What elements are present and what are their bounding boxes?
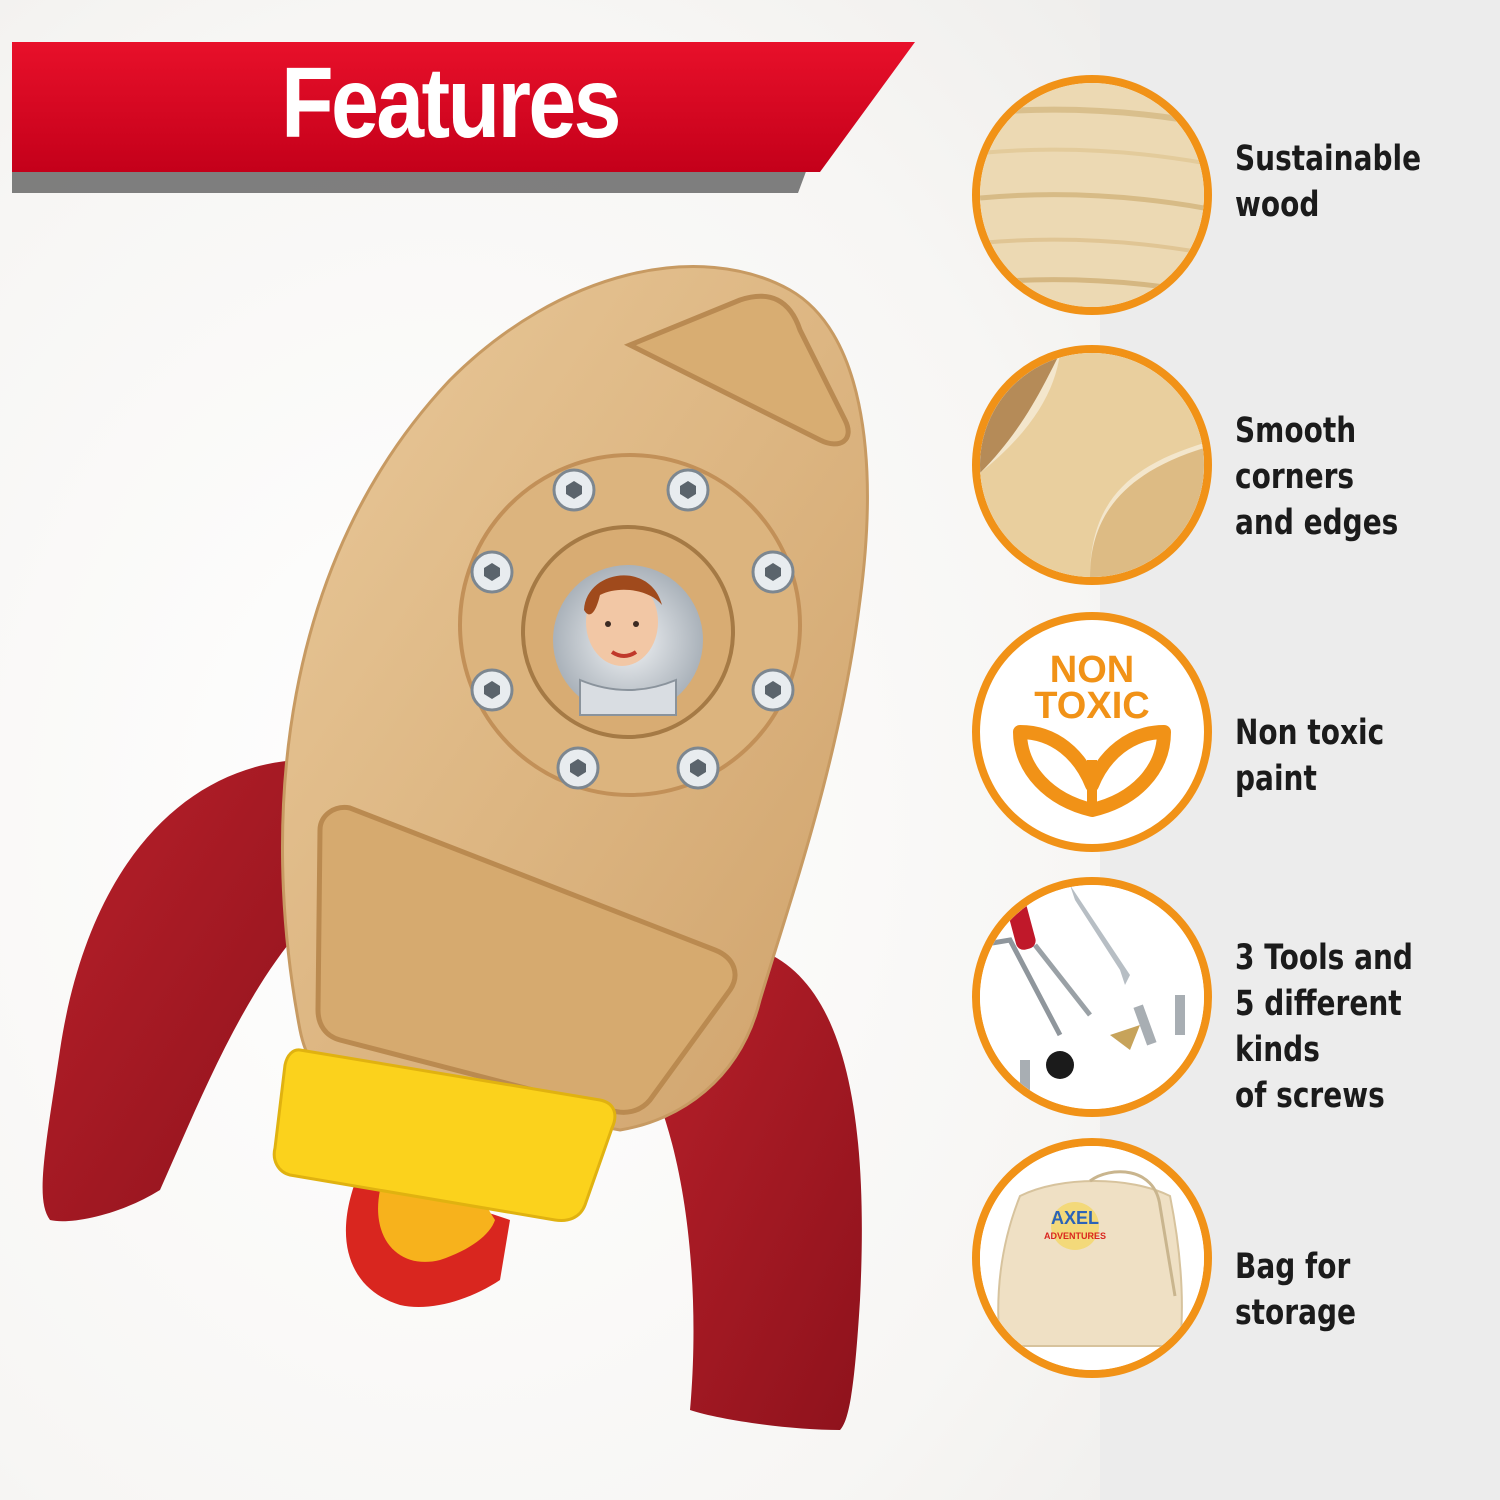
feature-wood-circle	[972, 75, 1212, 315]
leaf-icon: NON TOXIC	[1013, 649, 1171, 817]
features-banner: Features	[0, 0, 930, 210]
feature-nontoxic-label: Non toxic paint	[1235, 713, 1385, 799]
tray-slot	[315, 804, 738, 1115]
bag-brand-line1: AXEL	[1051, 1208, 1099, 1228]
tools-icon	[980, 885, 1204, 1109]
feature-bag-circle: AXEL ADVENTURES	[972, 1138, 1212, 1378]
feature-tools-circle	[972, 877, 1212, 1117]
non-text: NON	[1050, 649, 1134, 691]
feature-tools-label: 3 Tools and 5 different kinds of screws	[1235, 938, 1413, 1116]
feature-bag-label: Bag for storage	[1235, 1247, 1357, 1333]
feature-wood-label: Sustainable wood	[1235, 139, 1422, 225]
triangle-slot	[623, 293, 851, 447]
rocket-toy-image	[0, 230, 960, 1470]
banner-shape	[12, 42, 915, 193]
feature-nontoxic-circle: NON TOXIC	[972, 612, 1212, 852]
toxic-text: TOXIC	[1034, 685, 1149, 727]
bag-brand-line2: ADVENTURES	[1044, 1231, 1106, 1241]
feature-corners-circle	[972, 345, 1212, 585]
banner-title: Features	[281, 47, 621, 159]
feature-corners-label: Smooth corners and edges	[1235, 411, 1399, 543]
smooth-corner-icon	[980, 353, 1204, 577]
yellow-nozzle	[272, 1048, 617, 1222]
storage-bag-icon: AXEL ADVENTURES	[980, 1146, 1204, 1370]
wood-grain-icon	[980, 83, 1204, 307]
left-fin	[42, 759, 330, 1222]
